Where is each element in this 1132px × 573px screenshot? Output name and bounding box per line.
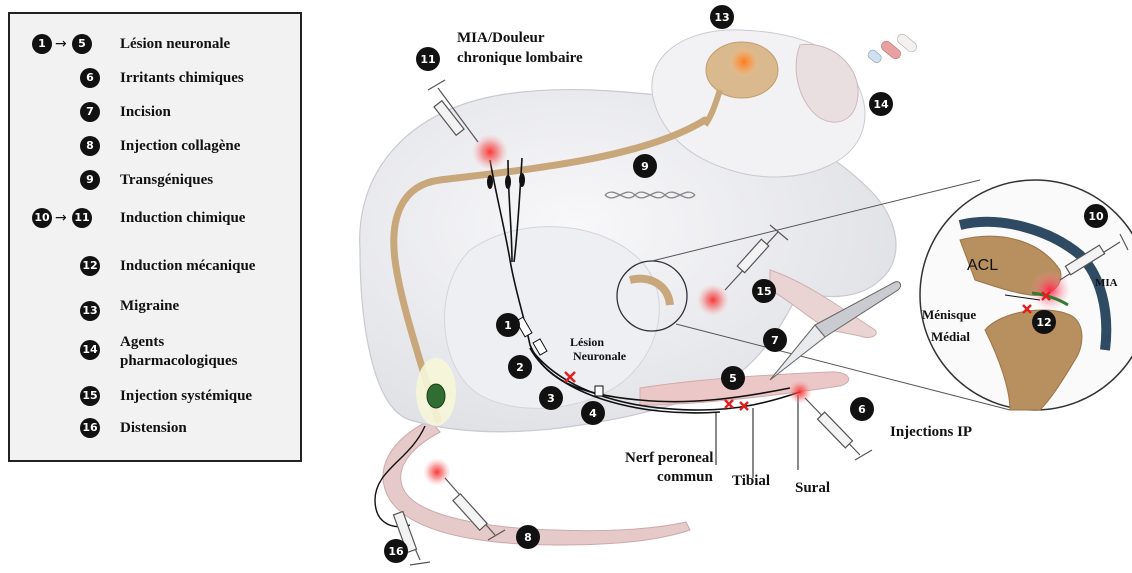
marker-16: 16: [384, 539, 408, 563]
pills-icon: [866, 32, 918, 64]
marker-2: 2: [508, 355, 532, 379]
marker-6: 6: [850, 397, 874, 421]
marker-4: 4: [581, 401, 605, 425]
label-lesion-1: Lésion: [570, 335, 604, 349]
marker-8: 8: [516, 525, 540, 549]
svg-text:3: 3: [547, 392, 555, 405]
label-mia: MIA: [1095, 277, 1118, 289]
label-nerf-1: Nerf peroneal: [625, 450, 713, 466]
svg-text:9: 9: [641, 160, 649, 173]
marker-1: 1: [496, 313, 520, 337]
marker-7: 7: [763, 328, 787, 352]
label-acl: ACL: [967, 257, 998, 274]
marker-11: 11: [416, 47, 440, 71]
leader-lines: [716, 395, 798, 478]
svg-text:2: 2: [516, 361, 524, 374]
svg-text:5: 5: [729, 372, 737, 385]
svg-text:6: 6: [858, 403, 866, 416]
svg-text:14: 14: [873, 98, 889, 111]
marker-14: 14: [869, 92, 893, 116]
marker-9: 9: [633, 154, 657, 178]
label-menisque-2: Médial: [931, 329, 970, 344]
marker-12: 12: [1032, 310, 1056, 334]
label-mia-douleur-2: chronique lombaire: [457, 50, 583, 66]
marker-3: 3: [539, 386, 563, 410]
label-mia-douleur-1: MIA/Douleur: [457, 30, 545, 46]
label-injections-ip: Injections IP: [890, 424, 972, 440]
svg-text:16: 16: [388, 545, 404, 558]
svg-text:13: 13: [714, 11, 729, 24]
marker-10: 10: [1084, 204, 1108, 228]
label-menisque-1: Ménisque: [922, 307, 976, 322]
label-lesion-2: Neuronale: [573, 349, 627, 363]
marker-5: 5: [721, 366, 745, 390]
svg-text:8: 8: [524, 531, 532, 544]
svg-text:4: 4: [589, 407, 597, 420]
svg-text:15: 15: [756, 285, 771, 298]
marker-15: 15: [752, 279, 776, 303]
svg-text:7: 7: [771, 334, 779, 347]
svg-text:12: 12: [1036, 316, 1051, 329]
label-tibial: Tibial: [732, 473, 770, 489]
label-nerf-2: commun: [657, 469, 713, 485]
marker-13: 13: [710, 5, 734, 29]
svg-text:11: 11: [420, 53, 435, 66]
svg-text:1: 1: [504, 319, 512, 332]
label-sural: Sural: [795, 480, 830, 496]
svg-text:10: 10: [1088, 210, 1104, 223]
